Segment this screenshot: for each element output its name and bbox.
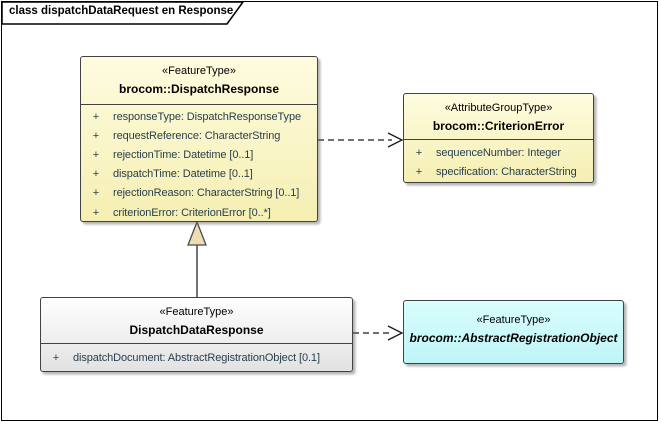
visibility-marker: +	[92, 110, 100, 123]
visibility-marker: +	[52, 352, 60, 364]
class-name: brocom::AbstractRegistrationObject	[409, 331, 618, 345]
attribute-compartment: + responseType: DispatchResponseType + r…	[81, 104, 317, 222]
class-box-dispatch-data-response[interactable]: «FeatureType» DispatchDataResponse + dis…	[40, 297, 353, 372]
attribute-text: specification: CharacterString	[436, 166, 577, 179]
connector-dependency-dispatchdataresponse-abstractregistrationobject[interactable]	[353, 325, 404, 341]
class-name: DispatchDataResponse	[129, 323, 264, 337]
attribute-row: + specification: CharacterString	[404, 163, 593, 183]
connector-dependency-dispatchresponse-criterionerror[interactable]	[318, 132, 404, 148]
visibility-marker: +	[92, 187, 100, 200]
attribute-row: + responseType: DispatchResponseType	[81, 107, 317, 126]
attribute-text: dispatchTime: Datetime [0..1]	[113, 168, 253, 181]
attribute-row: + rejectionTime: Datetime [0..1]	[81, 145, 317, 164]
visibility-marker: +	[92, 129, 100, 142]
visibility-marker: +	[92, 148, 100, 161]
attribute-row: + requestReference: CharacterString	[81, 126, 317, 145]
frame-title-tab	[1, 1, 245, 25]
attribute-row: + rejectionReason: CharacterString [0..1…	[81, 184, 317, 203]
visibility-marker: +	[92, 168, 100, 181]
class-header: «FeatureType» DispatchDataResponse	[41, 298, 352, 343]
diagram-title: class dispatchDataRequest en Response	[9, 5, 234, 17]
attribute-row: + criterionError: CriterionError [0..*]	[81, 203, 317, 222]
stereotype-label: «FeatureType»	[159, 306, 234, 318]
visibility-marker: +	[415, 166, 423, 179]
attribute-row: + dispatchTime: Datetime [0..1]	[81, 165, 317, 184]
attribute-text: criterionError: CriterionError [0..*]	[113, 206, 271, 219]
attribute-row: + sequenceNumber: Integer	[404, 143, 593, 163]
connector-generalization-dispatchdataresponse-dispatchresponse[interactable]	[187, 220, 207, 297]
attribute-text: rejectionReason: CharacterString [0..1]	[113, 187, 300, 200]
visibility-marker: +	[415, 146, 423, 159]
attribute-text: requestReference: CharacterString	[113, 129, 281, 142]
attribute-text: responseType: DispatchResponseType	[113, 110, 301, 123]
attribute-text: rejectionTime: Datetime [0..1]	[113, 148, 254, 161]
attribute-text: dispatchDocument: AbstractRegistrationOb…	[73, 352, 320, 364]
class-header: «AttributeGroupType» brocom::CriterionEr…	[404, 94, 593, 139]
attribute-compartment: + sequenceNumber: Integer + specificatio…	[404, 139, 593, 183]
class-name: brocom::CriterionError	[432, 119, 565, 133]
attribute-row: + dispatchDocument: AbstractRegistration…	[41, 344, 352, 372]
class-header: «FeatureType» brocom::DispatchResponse	[81, 57, 317, 104]
stereotype-label: «FeatureType»	[476, 314, 551, 326]
class-box-abstract-registration-object[interactable]: «FeatureType» brocom::AbstractRegistrati…	[403, 300, 624, 364]
attribute-compartment: + dispatchDocument: AbstractRegistration…	[41, 343, 352, 372]
attribute-text: sequenceNumber: Integer	[436, 146, 561, 159]
stereotype-label: «AttributeGroupType»	[444, 102, 553, 114]
class-box-criterion-error[interactable]: «AttributeGroupType» brocom::CriterionEr…	[403, 93, 594, 183]
stereotype-label: «FeatureType»	[162, 65, 236, 77]
class-name: brocom::DispatchResponse	[118, 82, 280, 96]
class-header: «FeatureType» brocom::AbstractRegistrati…	[404, 301, 623, 348]
visibility-marker: +	[92, 206, 100, 219]
class-box-dispatch-response[interactable]: «FeatureType» brocom::DispatchResponse +…	[80, 56, 318, 222]
